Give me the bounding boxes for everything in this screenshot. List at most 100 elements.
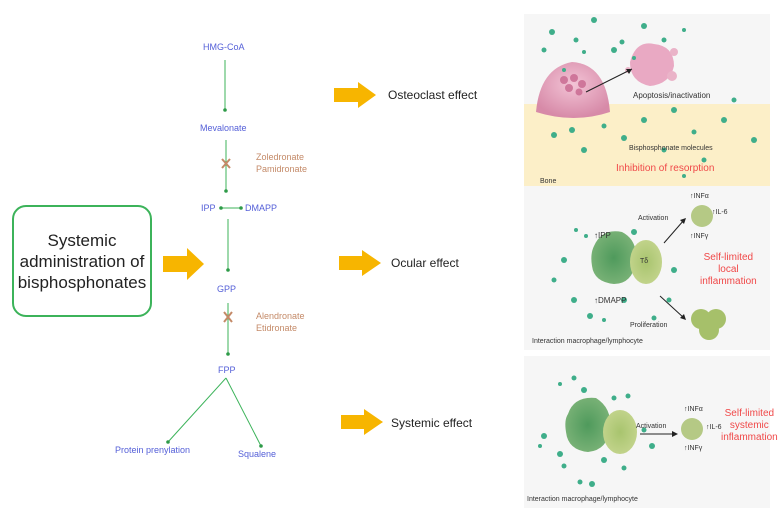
node-dmapp: DMAPP [245, 203, 278, 213]
label-infa: INFα [693, 193, 709, 200]
outcome-local-l2: local [718, 264, 739, 275]
molecule-dot [601, 123, 607, 129]
osteoclast-nuclei [560, 74, 586, 96]
label-infg: INFγ [693, 233, 709, 240]
molecule-dot [541, 433, 547, 439]
label-ipp: IPP [598, 231, 611, 240]
label-tcell: Tδ [640, 258, 649, 265]
molecule-dot [584, 234, 588, 238]
molecule-dot [651, 315, 657, 321]
yellow-arrow-systemic [341, 409, 383, 435]
inhibition-mark-2 [223, 311, 233, 323]
molecule-dot [538, 444, 542, 448]
outcome-systemic-l1: Self-limited [724, 408, 775, 419]
molecule-dot [751, 137, 757, 143]
molecule-dot [573, 37, 579, 43]
label-il6-s: IL-6 [709, 424, 722, 431]
molecule-dot [682, 174, 686, 178]
node-gpp: GPP [217, 284, 237, 294]
systemic-box-line3: bisphosphonates [17, 272, 147, 292]
outcome-systemic-l2: systemic [729, 420, 769, 431]
systemic-administration-box: Systemic administration of bisphosphonat… [12, 205, 152, 317]
drug-etidronate: Etidronate [256, 323, 298, 333]
molecule-dot [611, 47, 617, 53]
bisphosphonate-molecule-dots [538, 17, 757, 487]
effect-osteoclast: Osteoclast effect [388, 88, 478, 102]
molecule-dot [571, 375, 577, 381]
molecule-dot [619, 39, 625, 45]
label-infa-s: INFα [687, 406, 703, 413]
molecule-dot [541, 47, 547, 53]
molecule-dot [569, 127, 575, 133]
systemic-box-line2: administration of [19, 251, 145, 271]
molecule-dot [661, 37, 667, 43]
molecule-dot [561, 257, 567, 263]
caption-systemic: Interaction macrophage/lymphocyte [527, 496, 638, 503]
label-ipp-up: ↑IPP [594, 231, 611, 240]
molecule-dot [611, 395, 617, 401]
molecule-dot [621, 465, 627, 471]
label-il6-ocular: ↑IL-6 [712, 209, 728, 216]
systemic-box-line1: Systemic [47, 230, 117, 250]
molecule-dot [666, 297, 672, 303]
molecule-dot [691, 129, 697, 135]
activated-cell-systemic [681, 418, 703, 440]
inhibition-mark-1 [221, 158, 231, 169]
label-il6: IL-6 [715, 209, 728, 216]
label-dmapp-up: ↑DMAPP [594, 296, 627, 305]
outcome-systemic-inflammation: Self-limited systemic inflammation [721, 408, 778, 444]
molecule-dot [601, 457, 607, 463]
molecule-dot [641, 117, 647, 123]
apoptosis-arrow [585, 68, 633, 93]
label-infg-ocular: ↑INFγ [690, 233, 709, 240]
label-infg-systemic: ↑INFγ [684, 445, 703, 452]
activation-arrow-ocular [663, 219, 685, 244]
macrophage-cell-ocular [591, 231, 637, 284]
proliferation-arrow [659, 295, 685, 319]
systemic-panel [524, 356, 770, 508]
yellow-arrow-osteoclast [334, 82, 376, 108]
apoptotic-cell [630, 43, 674, 86]
outcome-systemic-l3: inflammation [721, 432, 778, 443]
molecule-dot [621, 135, 627, 141]
molecule-dot [581, 387, 587, 393]
molecule-dot [682, 28, 686, 32]
yellow-arrow-to-pathway [163, 248, 204, 280]
node-ipp: IPP [201, 203, 216, 213]
outcome-local-inflammation: Self-limited local inflammation [700, 252, 757, 288]
label-bone: Bone [540, 178, 557, 185]
molecule-dot [625, 393, 631, 399]
label-activation-systemic: Activation [636, 423, 667, 430]
molecule-dot [589, 481, 595, 487]
molecule-dot [671, 107, 677, 113]
label-infa-systemic: ↑INFα [684, 406, 703, 413]
molecule-dot [562, 68, 566, 72]
molecule-dot [731, 97, 737, 103]
caption-ocular: Interaction macrophage/lymphocyte [532, 338, 643, 345]
node-protein-prenylation: Protein prenylation [115, 445, 191, 455]
molecule-dot [621, 297, 627, 303]
molecule-dot [587, 313, 593, 319]
label-il6-systemic: ↑IL-6 [706, 424, 722, 431]
molecule-dot [558, 382, 562, 386]
molecule-dot [571, 297, 577, 303]
molecule-dot [582, 50, 586, 54]
molecule-dot [632, 56, 636, 60]
osteoclast-cell [536, 62, 610, 118]
molecule-dot [591, 17, 597, 23]
effect-systemic: Systemic effect [391, 416, 473, 430]
inhibitor-label-2: Alendronate Etidronate [256, 310, 305, 334]
arrow-fpp-squalene [225, 377, 263, 448]
inhibitor-label-1: Zoledronate Pamidronate [256, 151, 307, 175]
outcome-local-l3: inflammation [700, 276, 757, 287]
molecule-dot [641, 23, 647, 29]
molecule-dot [557, 451, 563, 457]
node-fpp: FPP [218, 365, 236, 375]
proliferated-cells [691, 309, 726, 340]
activated-cell-ocular [691, 205, 713, 227]
label-activation-ocular: Activation [638, 215, 669, 222]
molecule-dot [631, 229, 637, 235]
drug-pamidronate: Pamidronate [256, 164, 308, 174]
yellow-arrow-ocular [339, 250, 381, 276]
node-squalene: Squalene [238, 449, 277, 459]
